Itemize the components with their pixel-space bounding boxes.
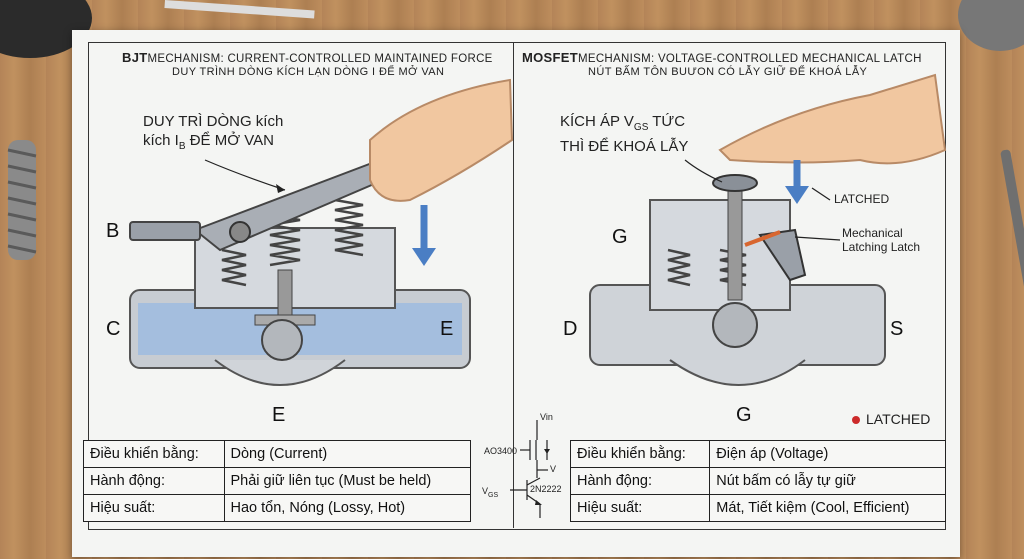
table-row: Điều khiển bằng:Điện áp (Voltage) [569,440,946,468]
pen-icon [164,0,315,19]
bjt-label-b: B [106,220,120,242]
center-divider [513,42,514,528]
table-row: Hành động:Phải giữ liên tục (Must be hel… [83,467,471,495]
table-row: Hiệu suất:Hao tổn, Nóng (Lossy, Hot) [83,494,471,522]
mosfet-label-g-bottom: G [736,404,752,426]
mosfet-latched-label: LATCHED [834,192,890,206]
schematic-v-label: V [550,464,557,474]
mosfet-latch-highlight [744,230,781,247]
coffee-cup-icon [0,0,92,58]
mosfet-callout: KÍCH ÁP VGS TỨC THÌ ĐỂ KHOÁ LẪY [560,113,689,155]
pencil-icon [1000,149,1024,308]
mosfet-valve-bottom [669,359,806,386]
bjt-gear-icon [261,319,303,361]
mosfet-spec-table: Điều khiển bằng:Điện áp (Voltage) Hành đ… [569,440,946,522]
bjt-title: BJTMECHANISM: CURRENT-CONTROLLED MAINTAI… [122,50,493,65]
table-row: Hành động:Nút bấm có lẫy tự giữ [569,467,946,495]
mosfet-subtitle: NÚT BẤM TÔN BUƯON CÓ LẪY GIỮ ĐỂ KHOÁ LẪY [588,66,868,78]
bjt-label-e-bottom: E [272,404,286,426]
schematic-bjt-part: 2N2222 [530,484,562,494]
mosfet-label-d: D [563,318,578,340]
mosfet-latch [758,228,807,282]
bjt-hand-icon [369,78,514,202]
sheet-border [88,42,946,530]
bjt-callout: DUY TRÌ DÒNG kích kích IB ĐỂ MỞ VAN [143,113,284,152]
mosfet-label-g-left: G [612,226,628,248]
table-row: Hiệu suất:Mát, Tiết kiệm (Cool, Efficien… [569,494,946,522]
bjt-valve-bottom [214,359,346,386]
schematic-vin-label: Vin [540,412,553,422]
bjt-label-e-right: E [440,318,454,340]
mosfet-finger-icon [718,73,947,165]
mosfet-valve-body [649,199,791,311]
tape-roll-icon [958,0,1024,51]
mosfet-label-s: S [890,318,904,340]
latched-dot-icon [852,416,860,424]
table-row: Điều khiển bằng:Dòng (Current) [83,440,471,468]
latched-legend: LATCHED [852,412,930,426]
schematic-vgs-label: VGS [482,486,499,499]
bjt-spec-table: Điều khiển bằng:Dòng (Current) Hành động… [83,440,471,522]
mosfet-mechanical-latch-label: Mechanical Latching Latch [842,226,921,254]
mosfet-gear-icon [712,302,758,348]
mosfet-title: MOSFETMECHANISM: VOLTAGE-CONTROLLED MECH… [522,50,922,65]
bjt-label-c: C [106,318,121,340]
bjt-base-rod [129,221,201,241]
schematic-mosfet-part: AO3400 [484,446,518,456]
mosfet-push-button-icon [712,174,758,192]
spring-icon [7,140,37,260]
bjt-subtitle: DUY TRÌNH DÒNG KÍCH LẠN DÒNG I ĐỂ MỞ VAN [172,66,445,78]
